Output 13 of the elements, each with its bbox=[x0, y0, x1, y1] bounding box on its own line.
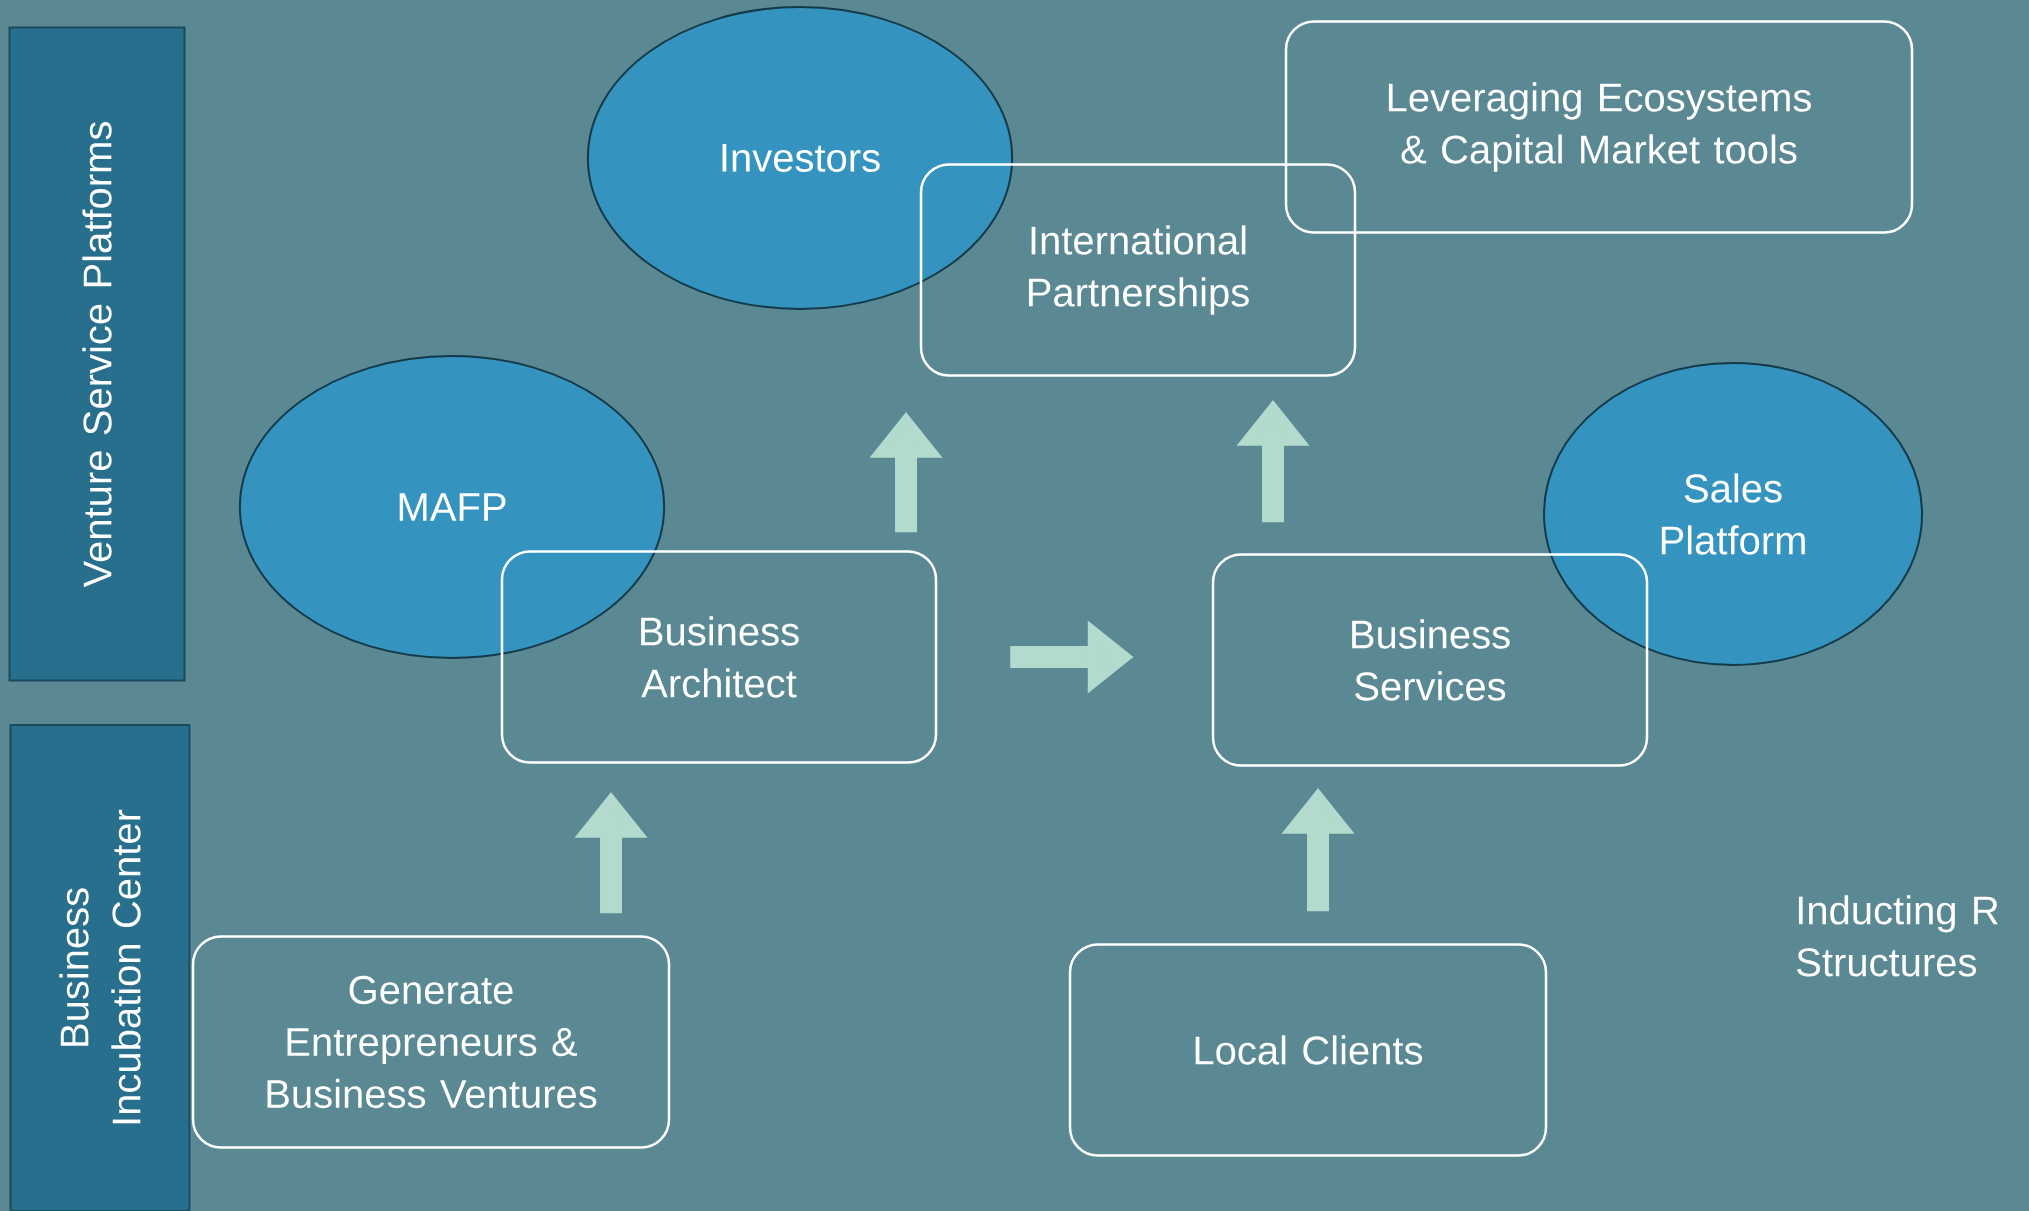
side-band bbox=[8, 26, 186, 682]
rounded-box: Generate Entrepreneurs & Business Ventures bbox=[191, 935, 671, 1149]
rounded-box: International Partnerships bbox=[919, 163, 1357, 377]
ellipse-node: Investors bbox=[586, 6, 1014, 310]
rounded-box: Leveraging Ecosystems & Capital Market tools bbox=[1284, 20, 1914, 234]
band-label: Business Incubation Center bbox=[59, 809, 141, 1124]
rounded-box: Business Services bbox=[1211, 553, 1649, 767]
band-label: Venture Service Platforms bbox=[82, 122, 112, 588]
side-band bbox=[9, 724, 191, 1211]
side-note: Inducting R Structures bbox=[1797, 895, 1998, 977]
rounded-box: Local Clients bbox=[1068, 943, 1548, 1157]
rounded-box: Business Architect bbox=[500, 550, 938, 764]
ellipse-node: Sales Platform bbox=[1543, 362, 1923, 666]
